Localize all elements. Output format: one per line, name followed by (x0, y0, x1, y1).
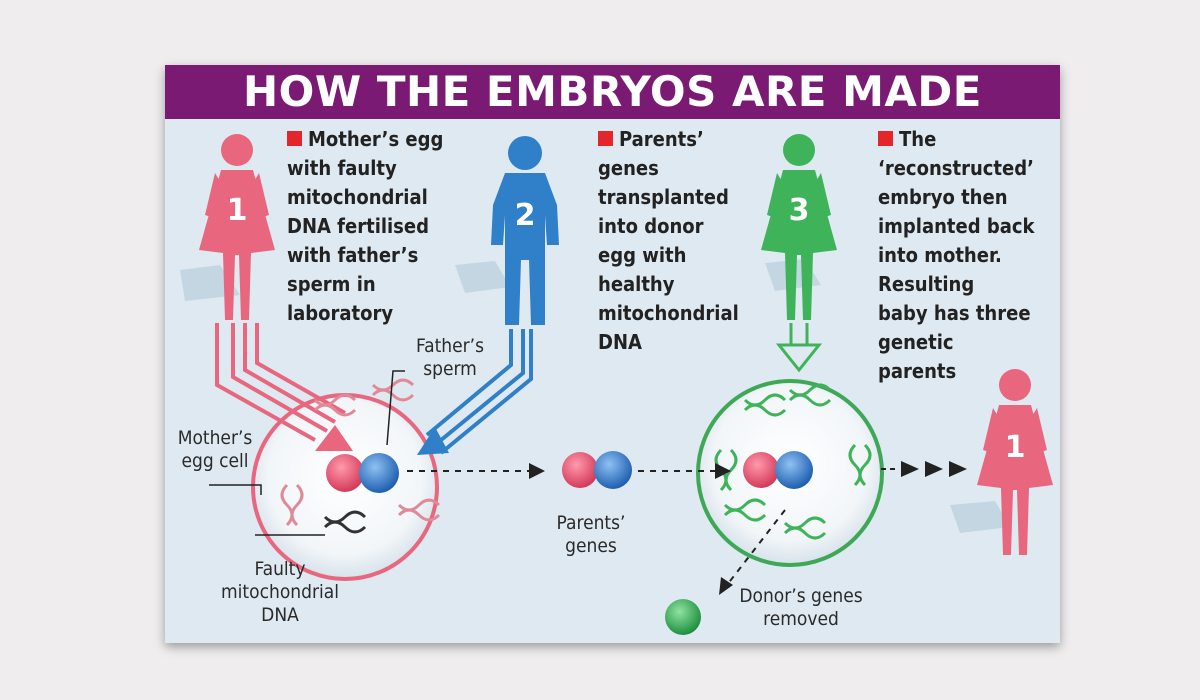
faulty-dna-strands (280, 378, 441, 527)
father-figure (491, 136, 559, 325)
dashed-arrowhead-2 (715, 463, 731, 479)
mother-arrowhead (315, 425, 353, 451)
healthy-dna-strands (714, 383, 872, 540)
fathers-sperm-label: Father’s sperm (416, 335, 484, 380)
transplanted-genes-red (743, 452, 779, 488)
donors-genes-label: Donor’s genes removed (739, 585, 863, 630)
donor-figure (761, 134, 837, 320)
diagram-artwork: 1 2 3 1 (180, 134, 1053, 635)
dashed-arrows (407, 470, 786, 586)
step-3-bullet (878, 131, 893, 146)
parents-genes-blue (594, 451, 632, 489)
result-mother-figure (977, 369, 1053, 555)
dashed-arrowhead-3 (719, 577, 733, 595)
father-arrowhead (417, 427, 449, 455)
mother-nucleus (326, 454, 364, 492)
step-1-text: Mother’s egg with faulty mitochondrial D… (287, 127, 444, 325)
step-1-bullet (287, 131, 302, 146)
parents-genes-label: Parents’ genes (556, 512, 626, 557)
page-title: HOW THE EMBRYOS ARE MADE (243, 67, 982, 116)
faulty-dna-label: Faulty mitochondrial DNA (221, 558, 339, 626)
leader-lines (209, 370, 405, 536)
mothers-egg-label: Mother’s egg cell (177, 427, 253, 472)
mother-figure (199, 134, 275, 320)
black-dna-strand (323, 510, 367, 534)
donor-genes-removed (665, 599, 701, 635)
father-nucleus (359, 453, 399, 493)
mother-number: 1 (227, 193, 248, 228)
result-number: 1 (1005, 430, 1026, 465)
step-2-bullet (598, 131, 613, 146)
implant-arrows (901, 461, 967, 477)
mother-arrows (215, 323, 346, 442)
infographic-card: HOW THE EMBRYOS ARE MADE (165, 65, 1060, 643)
step-3-text: The ‘reconstructed’ embryo then implante… (878, 127, 1035, 383)
step-2-text: Parents’ genes transplanted into donor e… (598, 127, 739, 354)
parents-genes-red (562, 452, 598, 488)
father-arrows (425, 329, 533, 455)
transplanted-genes-blue (775, 451, 813, 489)
title-bar: HOW THE EMBRYOS ARE MADE (165, 65, 1060, 119)
father-number: 2 (515, 198, 536, 233)
donor-number: 3 (789, 193, 810, 228)
donor-arrow (775, 323, 823, 373)
dashed-arrowhead-1 (529, 463, 545, 479)
